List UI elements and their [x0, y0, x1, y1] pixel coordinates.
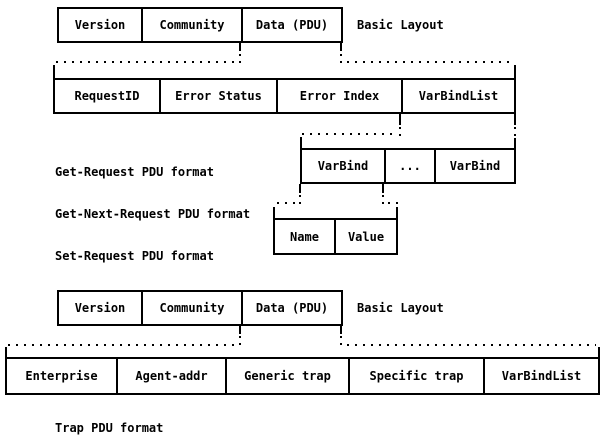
connector-riser [396, 207, 398, 218]
connector-dotted-line [347, 344, 596, 346]
pdu-format-captions: Get-Request PDU format Get-Next-Request … [55, 137, 250, 291]
cell-request-id: RequestID [74, 89, 140, 103]
connector-tick [299, 184, 301, 193]
connector-dotted-line [8, 344, 237, 346]
pdu-row: RequestID Error Status Error Index VarBi… [53, 78, 516, 114]
connector-dotted-line [388, 202, 398, 204]
caption-set-request: Set-Request PDU format [55, 249, 214, 263]
basic-layout-row-top: Version Community Data (PDU) [57, 7, 343, 43]
connector-dotted-line [277, 202, 296, 204]
connector-colon [299, 195, 301, 204]
cell-community: Community [141, 292, 241, 324]
connector-riser [300, 137, 302, 148]
connector-dotted-line [347, 61, 510, 63]
cell-varbind-2: VarBind [434, 150, 514, 182]
cell-value: Value [334, 220, 396, 253]
cell-varbind-1: VarBind [317, 159, 369, 173]
connector-riser [514, 65, 516, 79]
connector-colon [514, 127, 516, 136]
connector-colon [239, 336, 241, 345]
connector-riser [273, 207, 275, 218]
cell-error-status: Error Status [159, 80, 276, 112]
connector-colon [382, 195, 384, 204]
cell-specific-trap: Specific trap [348, 359, 483, 393]
cell-enterprise: Enterprise [25, 369, 98, 383]
connector-dotted-line [56, 61, 237, 63]
connector-colon [340, 54, 342, 63]
connector-riser [5, 347, 7, 357]
name-value-row: Name Value [273, 218, 398, 255]
caption-get-next-request: Get-Next-Request PDU format [55, 207, 251, 221]
cell-ellipsis: ... [384, 150, 434, 182]
basic-layout-row-bottom: Version Community Data (PDU) [57, 290, 343, 326]
cell-community: Community [141, 9, 241, 41]
cell-generic-trap: Generic trap [225, 359, 348, 393]
connector-tick [239, 42, 241, 51]
trap-format-caption: Trap PDU format [55, 421, 164, 435]
cell-version: Version [74, 18, 126, 32]
connector-riser [53, 65, 55, 79]
connector-colon [340, 336, 342, 345]
trap-pdu-row: Enterprise Agent-addr Generic trap Speci… [5, 357, 600, 395]
connector-tick [239, 325, 241, 334]
cell-data-pdu: Data (PDU) [241, 9, 341, 41]
cell-varbindlist: VarBindList [483, 359, 598, 393]
connector-tick [340, 42, 342, 51]
connector-tick [340, 325, 342, 334]
cell-agent-addr: Agent-addr [116, 359, 225, 393]
connector-dotted-line [302, 133, 397, 135]
connector-tick [514, 114, 516, 125]
connector-colon [239, 54, 241, 63]
cell-version: Version [74, 301, 126, 315]
caption-get-request: Get-Request PDU format [55, 165, 214, 179]
connector-riser [598, 347, 600, 357]
connector-colon [399, 127, 401, 136]
connector-tick [399, 114, 401, 125]
connector-riser [514, 138, 516, 148]
varbind-row: VarBind ... VarBind [300, 148, 516, 184]
connector-tick [382, 184, 384, 193]
basic-layout-label-bottom: Basic Layout [357, 301, 444, 315]
basic-layout-label-top: Basic Layout [357, 18, 444, 32]
cell-error-index: Error Index [276, 80, 401, 112]
cell-data-pdu: Data (PDU) [241, 292, 341, 324]
cell-varbindlist: VarBindList [401, 80, 514, 112]
cell-name: Name [290, 229, 319, 244]
